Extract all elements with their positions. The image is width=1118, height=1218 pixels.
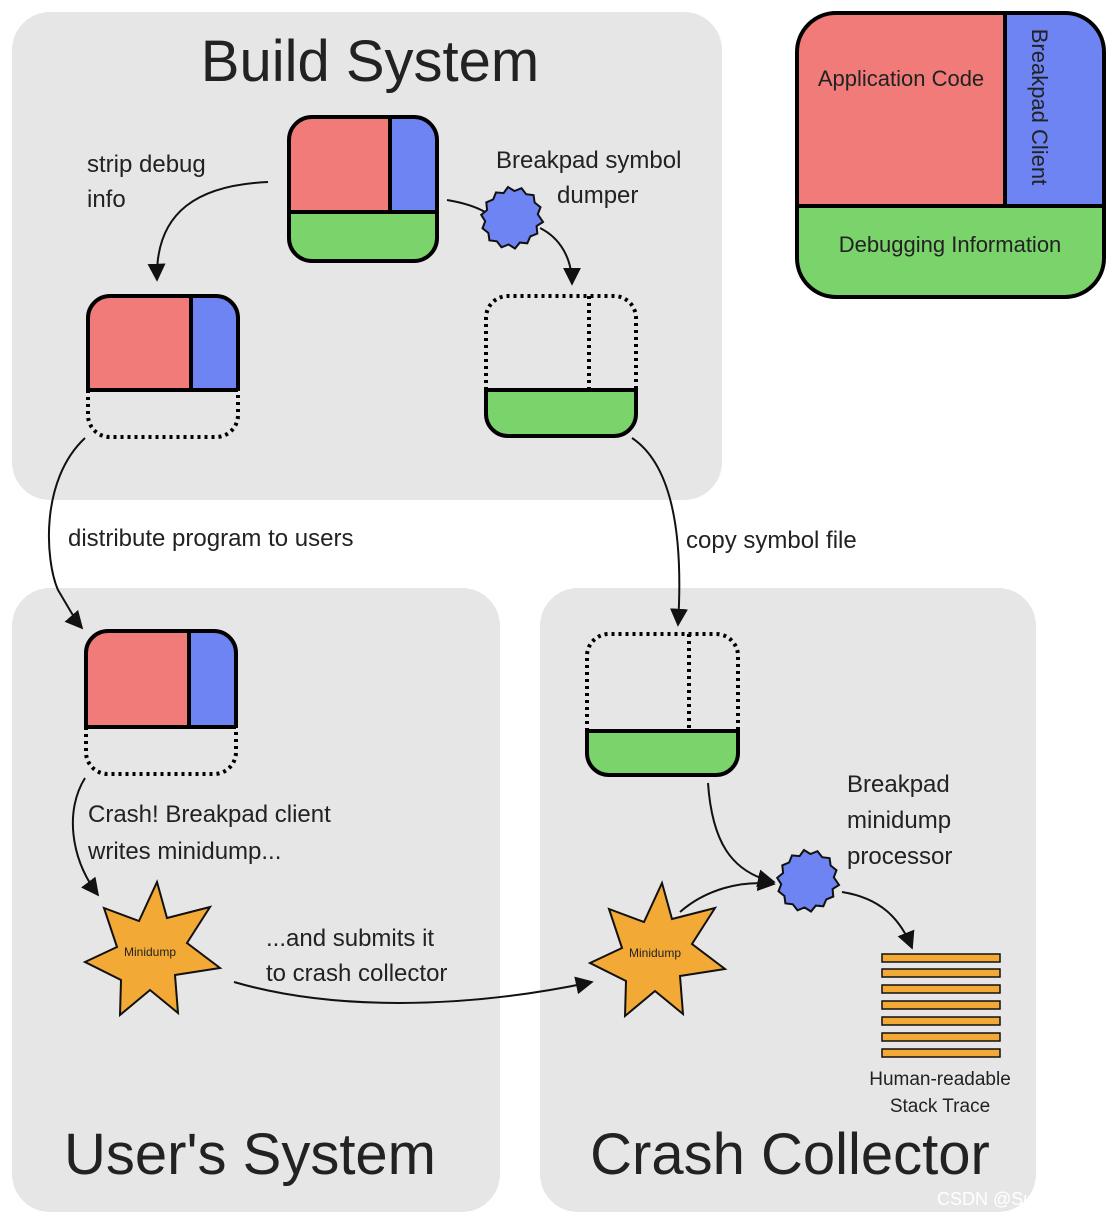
processor-label-3: processor (847, 843, 952, 870)
distribute-arrow (48, 437, 86, 630)
minidump-processor-gear-icon (775, 848, 841, 913)
legend-application-code: Application Code (818, 66, 984, 91)
copy-symbol-label: copy symbol file (686, 527, 857, 554)
distribute-label: distribute program to users (68, 525, 353, 552)
symbol-dump-arrow (446, 199, 486, 213)
copy-symbol-arrow (631, 437, 688, 627)
minidump-star-icon (82, 879, 223, 1018)
crash-label-2: writes minidump... (87, 838, 281, 865)
strip-debug-arrow (147, 181, 269, 282)
symbol-dump-arrow-out (539, 227, 581, 286)
watermark: CSDN @SuperYang_ (936, 1189, 1110, 1209)
build-system-title: Build System (201, 29, 539, 94)
minidump-label: Minidump (124, 945, 176, 959)
users-system-region (12, 588, 500, 1212)
strip-debug-label-1: strip debug (87, 151, 206, 178)
crash-collector-title: Crash Collector (590, 1122, 990, 1187)
minidump-label: Minidump (629, 946, 681, 960)
submit-label-1: ...and submits it (266, 925, 434, 952)
symbol-file-collector (585, 632, 740, 777)
legend: Application Code Breakpad Client Debuggi… (795, 11, 1106, 299)
full-build-binary (287, 115, 439, 263)
strip-debug-label-2: info (87, 186, 126, 213)
stack-trace-label-1: Human-readable (869, 1069, 1011, 1090)
minidump-star-icon (587, 880, 728, 1019)
symbol-dumper-gear-icon (479, 185, 545, 250)
crash-label-1: Crash! Breakpad client (88, 801, 331, 828)
symbol-dumper-label-2: dumper (557, 182, 638, 209)
minidump-user: Minidump (82, 879, 223, 1018)
symbol-dumper-label-1: Breakpad symbol (496, 147, 681, 174)
users-system-title: User's System (64, 1122, 436, 1187)
symbol-file-build (484, 294, 638, 438)
crash-arrow (71, 777, 100, 897)
symbols-to-processor-arrow (707, 782, 776, 888)
processor-label-2: minidump (847, 807, 951, 834)
stack-trace: Human-readable Stack Trace (869, 953, 1011, 1117)
stack-trace-label-2: Stack Trace (890, 1096, 990, 1117)
processor-label-1: Breakpad (847, 771, 950, 798)
submit-label-2: to crash collector (266, 960, 447, 987)
legend-breakpad-client: Breakpad Client (1027, 29, 1052, 186)
processor-to-trace-arrow (841, 891, 915, 950)
submit-arrow (233, 976, 594, 1004)
stripped-binary-user (84, 629, 238, 776)
stripped-binary-build (86, 294, 240, 439)
legend-debugging-information: Debugging Information (839, 232, 1062, 257)
minidump-collector: Minidump (587, 880, 728, 1019)
